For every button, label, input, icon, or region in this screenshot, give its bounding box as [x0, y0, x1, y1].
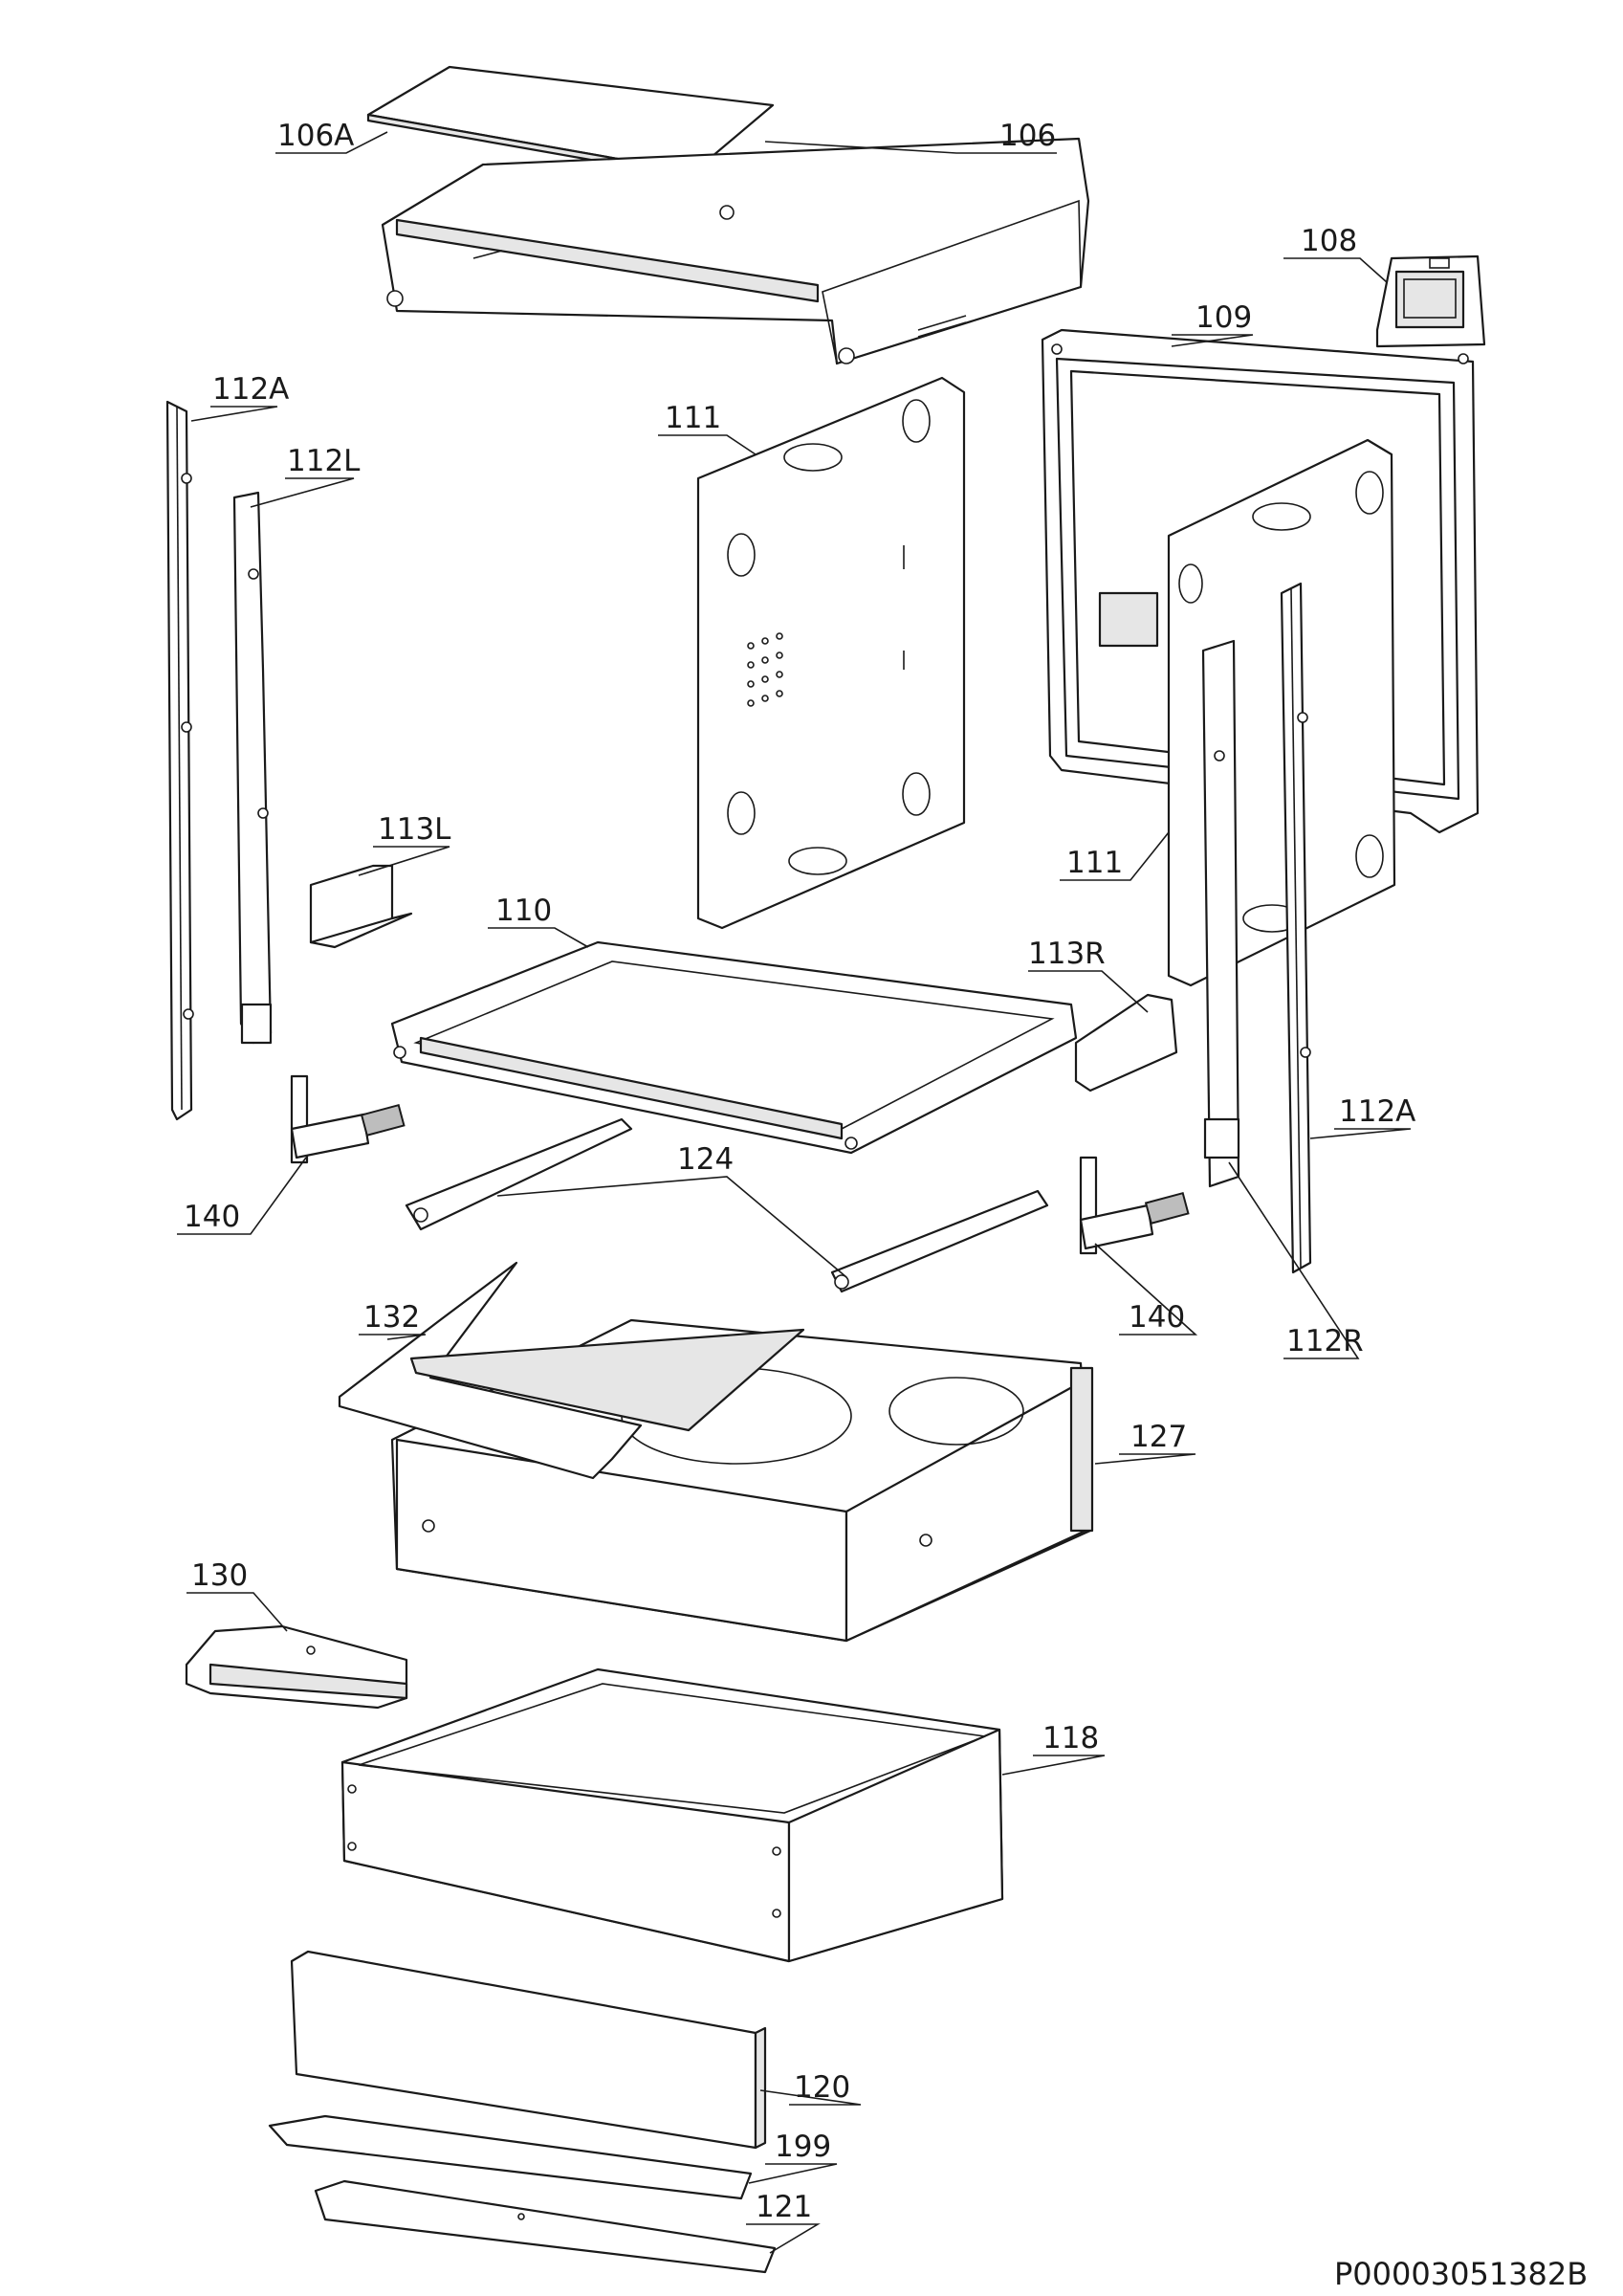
part-140-left-hinge: [290, 1074, 406, 1164]
part-110-floor-frame: [390, 940, 1078, 1155]
callout-120: 120: [794, 2070, 850, 2105]
callout-130: 130: [191, 1558, 248, 1593]
part-112A-right-rail: [1280, 582, 1312, 1274]
part-113L-bracket: [309, 864, 413, 949]
callout-118: 118: [1042, 1721, 1099, 1755]
part-124-right-runner: [830, 1189, 1049, 1293]
part-124-left-runner: [405, 1117, 633, 1231]
part-121-handle: [314, 2179, 777, 2274]
callout-140-right: 140: [1129, 1300, 1185, 1335]
part-132-insulation: [338, 1261, 805, 1480]
callout-108: 108: [1301, 224, 1357, 258]
callout-labels: 106A 106 108 109 112A 112L 111 113L 110 …: [184, 119, 1415, 2224]
callout-109: 109: [1195, 300, 1252, 335]
part-130-cover-box: [185, 1624, 408, 1710]
part-112A-left-rail: [165, 400, 194, 1121]
callout-106: 106: [999, 119, 1056, 153]
part-108-control-panel: [1375, 254, 1486, 348]
document-id: P00003051382B: [1334, 2256, 1588, 2292]
callout-112A-left: 112A: [212, 372, 289, 407]
callout-110: 110: [495, 894, 552, 928]
part-112L-left-guide: [232, 491, 273, 1045]
part-112R-right-guide: [1201, 639, 1240, 1188]
callout-111-back: 111: [665, 401, 721, 435]
part-120-drawer-front: [290, 1950, 767, 2150]
part-111-back-panel: [696, 376, 966, 930]
part-140-right-hinge: [1079, 1156, 1190, 1255]
callout-113R: 113R: [1028, 937, 1106, 971]
part-106-top-frame: [381, 137, 1090, 365]
callout-106A: 106A: [277, 119, 354, 153]
callout-111-right: 111: [1066, 846, 1123, 880]
callout-112A-right: 112A: [1339, 1094, 1415, 1129]
part-111-right-side-panel: [1167, 438, 1396, 987]
callout-113L: 113L: [378, 812, 451, 847]
part-199-trim: [268, 2114, 753, 2200]
part-118-drawer: [340, 1667, 1004, 1963]
callout-112L: 112L: [287, 444, 361, 478]
callout-leaders: [177, 131, 1412, 2254]
callout-132: 132: [363, 1300, 420, 1335]
callout-124: 124: [677, 1142, 734, 1177]
callout-199: 199: [775, 2130, 831, 2164]
callout-140-left: 140: [184, 1200, 240, 1234]
part-113R-bracket: [1074, 993, 1178, 1093]
callout-112R: 112R: [1286, 1324, 1364, 1358]
callout-127: 127: [1130, 1420, 1187, 1454]
callout-121: 121: [756, 2190, 812, 2224]
